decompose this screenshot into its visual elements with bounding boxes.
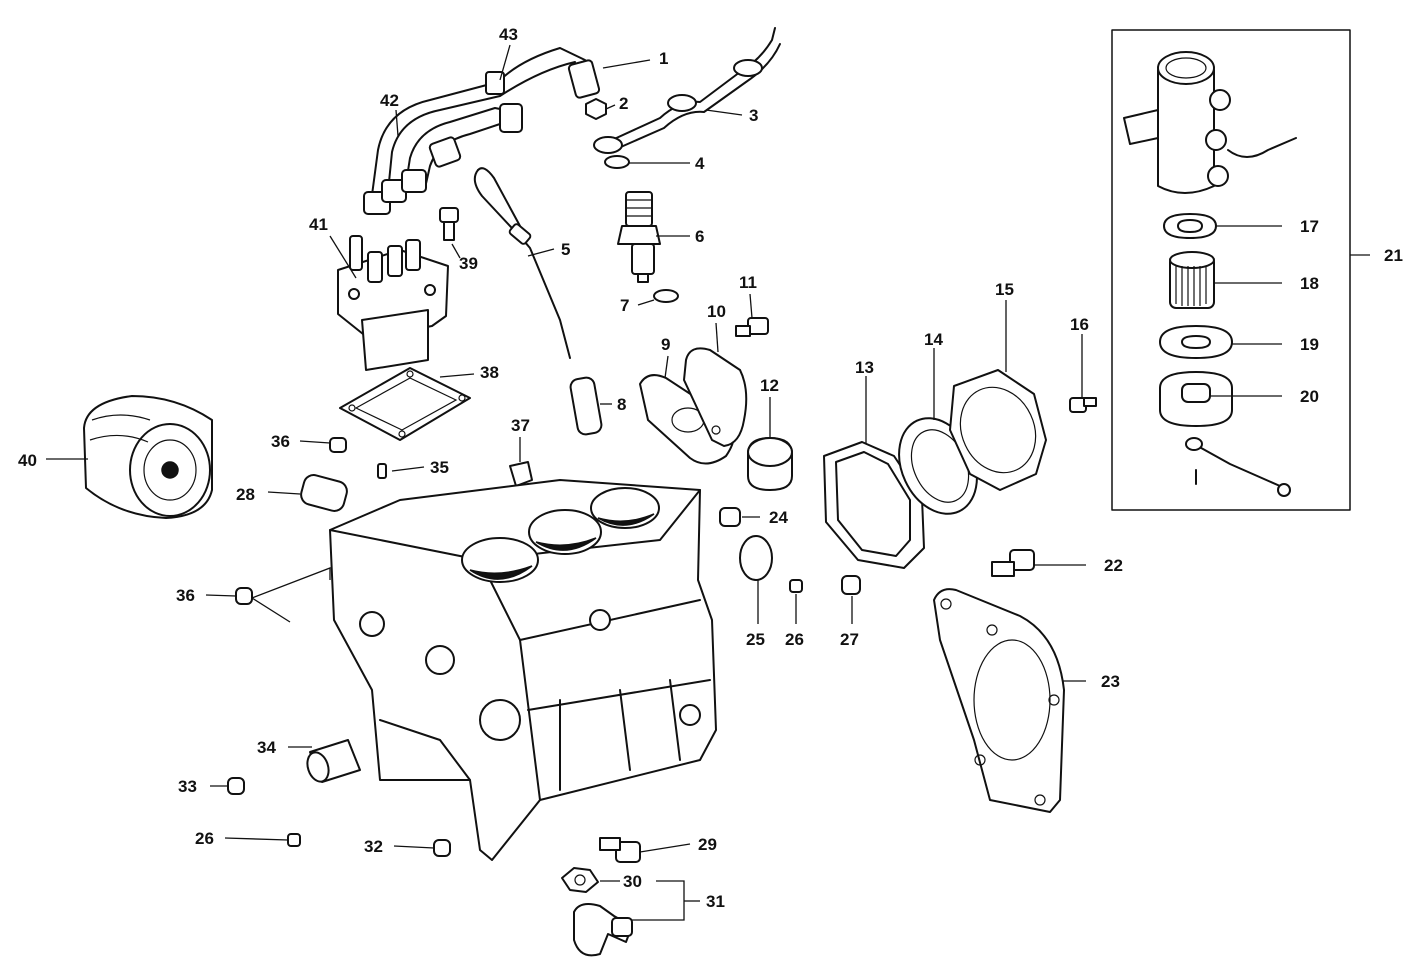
callout-20: 20 [1300,387,1319,406]
plug-33 [227,777,245,795]
callout-4: 4 [695,154,705,173]
callout-15: 15 [995,280,1014,299]
washer-small [653,289,679,303]
bolt-11 [735,317,769,337]
bolt-16 [1069,397,1097,413]
callout-41: 41 [309,215,328,234]
leak-off-pipe [593,27,781,154]
cap-plug [509,461,533,487]
plug-side [235,587,253,605]
callout-5: 5 [561,240,570,259]
nut-30 [561,867,599,893]
fuel-filter-element [1169,251,1215,309]
filter-bowl [1159,371,1233,427]
callout-36-lower: 36 [176,586,195,605]
callout-11: 11 [739,273,757,292]
bolt-22 [991,549,1035,577]
callout-32: 32 [364,837,383,856]
callout-26-lower: 26 [195,829,214,848]
elbow-fitting [573,903,633,957]
callout-25: 25 [746,630,765,649]
callout-18: 18 [1300,274,1319,293]
callout-21: 21 [1384,246,1403,265]
fuel-pump-assembly-frame [1111,29,1351,511]
back-plate [933,588,1065,813]
nut [585,98,607,120]
filter-gasket-17 [1163,213,1217,239]
plug [329,437,347,453]
callout-43: 43 [499,25,518,44]
callout-13: 13 [855,358,874,377]
callout-30: 30 [623,872,642,891]
callout-31: 31 [706,892,725,911]
oil-filter [83,395,213,519]
threaded-fitting [300,474,348,512]
injection-pipe-set [363,47,601,215]
plug-26-lower [287,833,301,847]
dipstick-guide [569,376,603,436]
callout-14: 14 [924,330,943,349]
seal-retainer [949,369,1047,491]
callout-2: 2 [619,94,628,113]
cylinder-block [329,479,717,861]
callout-34: 34 [257,738,276,757]
callout-19: 19 [1300,335,1319,354]
pin [377,463,387,479]
callout-17: 17 [1300,217,1319,236]
bolt-small [439,207,459,241]
callout-6: 6 [695,227,704,246]
pipe-sleeve [306,739,361,783]
expansion-plug [739,535,773,581]
callout-33: 33 [178,777,197,796]
callout-29: 29 [698,835,717,854]
plug-24 [719,507,741,527]
housing-gasket [823,441,925,569]
ground-wire [1185,437,1291,497]
callout-36-upper: 36 [271,432,290,451]
callout-27: 27 [840,630,859,649]
bolt-29 [599,837,641,863]
callout-labels: 1 2 3 4 5 6 7 8 9 10 11 12 13 14 15 16 1… [18,25,1403,911]
dowel-pin [789,579,803,593]
callout-3: 3 [749,106,758,125]
callout-37: 37 [511,416,530,435]
callout-35: 35 [430,458,449,477]
callout-26: 26 [785,630,804,649]
callout-7: 7 [620,296,629,315]
fuel-pump-body [1123,51,1297,194]
cap [747,437,793,491]
callout-28: 28 [236,485,255,504]
callout-1: 1 [659,49,668,68]
callout-22: 22 [1104,556,1123,575]
callout-9: 9 [661,335,670,354]
plug-32 [433,839,451,857]
leader-lines [46,44,1370,921]
callout-10: 10 [707,302,726,321]
callout-16: 16 [1070,315,1089,334]
filter-gasket-19 [1159,325,1233,359]
dowel-pin-large [841,575,861,595]
callout-38: 38 [480,363,499,382]
pump-gasket [339,367,471,441]
callout-24: 24 [769,508,788,527]
cover-plate [683,347,748,447]
injection-pump [337,235,449,371]
callout-23: 23 [1101,672,1120,691]
callout-39: 39 [459,254,478,273]
injection-nozzle [617,191,661,283]
callout-42: 42 [380,91,399,110]
callout-12: 12 [760,376,779,395]
oil-dipstick [473,167,571,359]
callout-8: 8 [617,395,626,414]
washer [604,155,630,169]
callout-40: 40 [18,451,37,470]
